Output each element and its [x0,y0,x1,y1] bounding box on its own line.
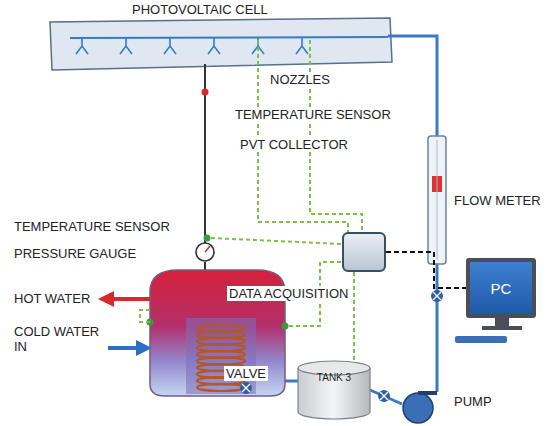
part-label: TEMPERATURE SENSOR [233,107,393,122]
nozzle [164,38,176,54]
part-label: COLD WATER IN [12,324,108,354]
computer-monitor: PC [466,258,536,318]
water-pipe [388,36,437,136]
sensor-point [204,235,211,242]
nozzle [76,38,308,54]
pv-panel [50,18,392,70]
pc-stand [455,318,522,343]
sensor-wire [310,40,362,232]
valve-symbol [240,290,443,402]
signal-cable [386,252,466,288]
part-label: NOZZLES [268,72,332,87]
valve-symbol [240,382,252,394]
water-pipe [370,390,402,404]
heat-exchanger-coil [197,384,245,391]
valve-symbol [431,290,443,302]
water-pipe [285,380,298,383]
part-label: VALVE [224,366,268,381]
part-label: HOT WATER [12,291,92,306]
valve-symbol [433,292,441,300]
sensor-wire [140,310,150,322]
pc-stand [495,318,509,326]
part-label: TEMPERATURE SENSOR [12,219,172,234]
valve-symbol [380,392,388,400]
sensor-point [282,323,289,330]
pv-panel [70,37,388,38]
part-label: PRESSURE GAUGE [12,246,138,261]
storage-tank-node: TANK 3 [298,360,370,416]
part-label: PUMP [452,394,494,409]
node-text: PC [491,280,512,297]
tank-cylinder [298,361,370,419]
sensor-point [202,89,209,96]
sensor-wire [258,40,348,232]
flow-meter [437,140,438,260]
sensor-wire [140,40,362,326]
nozzle [296,38,308,54]
pc-stand [455,336,507,343]
data-logger: DATA ACQUISITION [342,232,386,272]
heat-exchanger-coil [197,324,245,391]
flow-meter [428,136,446,264]
pressure-gauge [196,243,214,261]
node-text: DATA ACQUISITION [227,286,350,301]
part-label: PVT COLLECTOR [238,137,350,152]
storage-tank [186,318,256,394]
signal-cable [353,272,355,360]
water-flow-arrow [106,297,150,301]
valve-symbol [378,390,390,402]
part-label: PHOTOVOLTAIC CELL [130,2,270,17]
node-text: TANK 3 [317,372,351,383]
pv-panel [50,18,392,70]
tank-cylinder [298,368,370,419]
nozzle [76,38,88,54]
sensor-wire [211,238,342,244]
pump-symbol [403,393,437,423]
nozzle [120,38,132,54]
pc-stand [482,326,522,330]
pump-symbol [403,393,433,423]
part-label: FLOW METER [452,193,543,208]
valve-symbol [242,384,250,392]
pressure-gauge [196,243,214,261]
flow-meter [428,136,446,264]
pressure-gauge [205,246,210,252]
pump-symbol [418,391,437,395]
water-pipe [285,36,437,404]
nozzle [208,38,220,54]
water-pipe [436,264,439,392]
